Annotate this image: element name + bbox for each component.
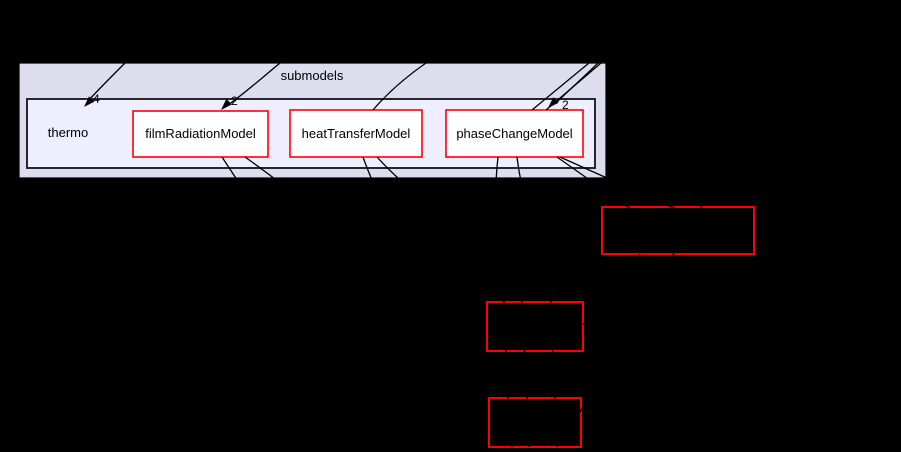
- edge-count-thermo[interactable]: 4: [93, 92, 100, 106]
- dir-node-thermo-label: thermo: [48, 125, 88, 140]
- edge-down-phase-2: [516, 156, 558, 448]
- dir-node-filmRadiationModel-label: filmRadiationModel: [145, 126, 256, 141]
- edge-through-ext1-to-ext3: [574, 149, 736, 421]
- edge-count-filmRadiationModel[interactable]: 2: [231, 94, 238, 108]
- arrowhead-filmRadiationModel: [221, 98, 232, 110]
- external-dir-node-3[interactable]: [488, 397, 582, 448]
- arrowhead-phaseChangeModel: [548, 97, 559, 108]
- edge-phase-to-ext1-a: [556, 156, 636, 213]
- external-dir-node-2[interactable]: [486, 301, 584, 352]
- edge-incoming-filmRadiationModel: [227, 62, 281, 106]
- edge-out-topright-1: [531, 62, 590, 111]
- edge-down-phase-1: [494, 156, 513, 448]
- edge-down-heat-2: [376, 156, 530, 448]
- edge-down-film-2: [244, 156, 421, 291]
- dir-node-phaseChangeModel-label: phaseChangeModel: [456, 126, 572, 141]
- edge-phase-to-ext1-b: [559, 156, 684, 213]
- dir-node-filmRadiationModel[interactable]: filmRadiationModel: [132, 110, 269, 158]
- dir-node-heatTransferModel[interactable]: heatTransferModel: [289, 109, 423, 158]
- edge-out-heatTransferModel-up: [372, 62, 427, 111]
- arrowhead-thermo: [84, 96, 95, 107]
- dir-node-heatTransferModel-label: heatTransferModel: [302, 126, 411, 141]
- edge-ext1-to-ext2: [582, 253, 641, 326]
- edge-down-heat-1: [362, 156, 461, 351]
- edge-count-phaseChangeModel[interactable]: 2: [562, 98, 569, 112]
- edge-down-film-1: [221, 156, 311, 281]
- arrowheads: [84, 96, 559, 110]
- outer-cluster-label: submodels: [281, 68, 344, 83]
- dir-node-phaseChangeModel[interactable]: phaseChangeModel: [445, 109, 584, 158]
